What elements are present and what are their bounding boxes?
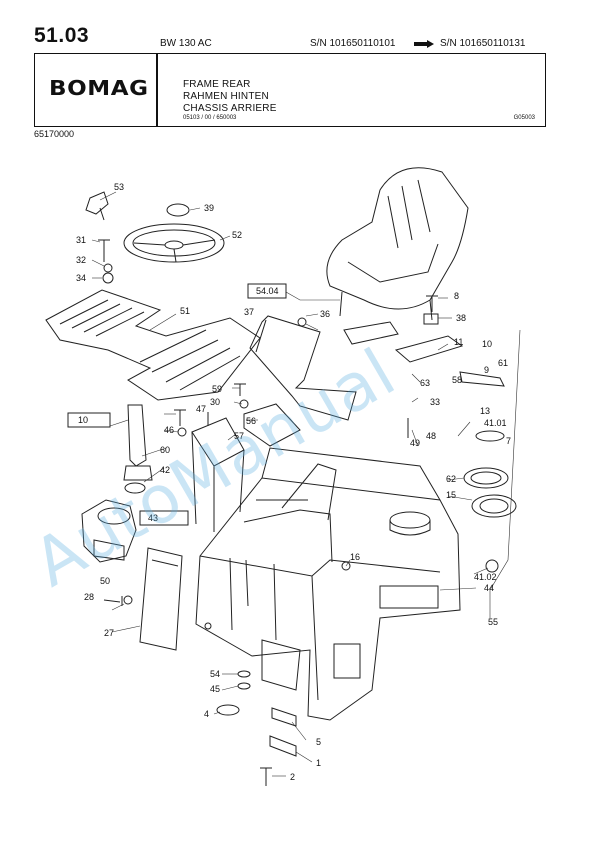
callout-label: 10 (78, 415, 88, 425)
callout-label: 11 (454, 337, 463, 347)
callout-label: 61 (498, 358, 508, 368)
callout-label: 48 (426, 431, 436, 441)
callout-label: 50 (100, 576, 110, 586)
floor-mat-drawing (45, 289, 261, 401)
title-de: RAHMEN HINTEN (183, 91, 269, 102)
steering-wheel-drawing (123, 223, 225, 263)
part-number: 65170000 (34, 129, 75, 139)
bracket-drawing (243, 403, 301, 447)
callout-label: 52 (232, 230, 242, 240)
page-number: 51.03 (34, 24, 90, 47)
title-block: BOMAG FRAME REAR RAHMEN HINTEN CHASSIS A… (34, 53, 546, 127)
small-parts-drawing (98, 239, 499, 786)
serial-to: S/N 101650110131 (440, 38, 526, 49)
callout-label: 8 (454, 291, 459, 301)
pedestal-drawing (191, 417, 245, 532)
callout-label: 41.01 (484, 418, 507, 428)
cap-drawing (166, 203, 190, 217)
callout-label: 34 (76, 273, 86, 283)
callout-label: 2 (290, 772, 295, 782)
callout-label: 39 (204, 203, 214, 213)
callout-label: 41.02 (474, 572, 497, 582)
callout-label: 1 (316, 758, 321, 768)
title-divider (156, 54, 158, 126)
callout-label: 38 (456, 313, 466, 323)
callout-label: 36 (320, 309, 330, 319)
callout-label: 55 (488, 617, 498, 627)
callout-label: 62 (446, 474, 456, 484)
exploded-parts-diagram: 5339523132345154.04836373811106163958593… (45, 167, 521, 786)
arrow-right-icon (414, 40, 434, 48)
title-en: FRAME REAR (183, 79, 251, 90)
filter-rings-drawing (463, 430, 517, 518)
callout-label: 7 (506, 436, 511, 446)
callout-label: 43 (148, 513, 158, 523)
callout-label: 27 (104, 628, 114, 638)
callout-label: 46 (164, 425, 174, 435)
callout-label: 49 (410, 438, 420, 448)
callout-label: 47 (196, 404, 206, 414)
doc-code: 05103 / 00 / 650003 (183, 115, 237, 121)
callout-label: 28 (84, 592, 94, 602)
model-label: BW 130 AC (160, 38, 212, 49)
callout-label: 54.04 (256, 286, 279, 296)
callout-label: 37 (244, 307, 254, 317)
callout-label: 33 (430, 397, 440, 407)
latch-assembly-drawing (343, 313, 505, 387)
callout-label: 10 (482, 339, 492, 349)
rear-frame-drawing (195, 447, 461, 721)
callout-label: 45 (210, 684, 220, 694)
callout-label: 59 (212, 384, 222, 394)
callout-label: 51 (180, 306, 190, 316)
callout-label: 56 (246, 416, 256, 426)
callout-label: 53 (114, 182, 124, 192)
callout-label: 32 (76, 255, 86, 265)
callout-label: 44 (484, 583, 494, 593)
callout-label: 16 (350, 552, 360, 562)
callout-label: 54 (210, 669, 220, 679)
callout-label: 31 (76, 235, 86, 245)
callout-label: 5 (316, 737, 321, 747)
panel-drawing (249, 315, 357, 421)
steering-column-drawing (123, 404, 153, 494)
callout-label: 15 (446, 490, 456, 500)
callout-label: 13 (480, 406, 490, 416)
knob-drawing (85, 191, 109, 221)
cover-plate-drawing (139, 547, 183, 651)
callout-label: 9 (484, 365, 489, 375)
ref-code: G05003 (513, 115, 535, 121)
callout-label: 4 (204, 709, 209, 719)
callout-label: 30 (210, 397, 220, 407)
callout-label: 63 (420, 378, 430, 388)
callout-label: 42 (160, 465, 170, 475)
seat-drawing (326, 167, 469, 321)
callout-label: 60 (160, 445, 170, 455)
hydraulic-unit-drawing (81, 499, 137, 563)
leader-lines (91, 191, 521, 777)
callout-label: 57 (234, 431, 244, 441)
serial-from: S/N 101650110101 (310, 38, 396, 49)
bomag-logo: BOMAG (49, 76, 149, 100)
callout-label: 58 (452, 375, 462, 385)
title-fr: CHASSIS ARRIERE (183, 103, 277, 114)
reference-boxes (67, 283, 287, 526)
